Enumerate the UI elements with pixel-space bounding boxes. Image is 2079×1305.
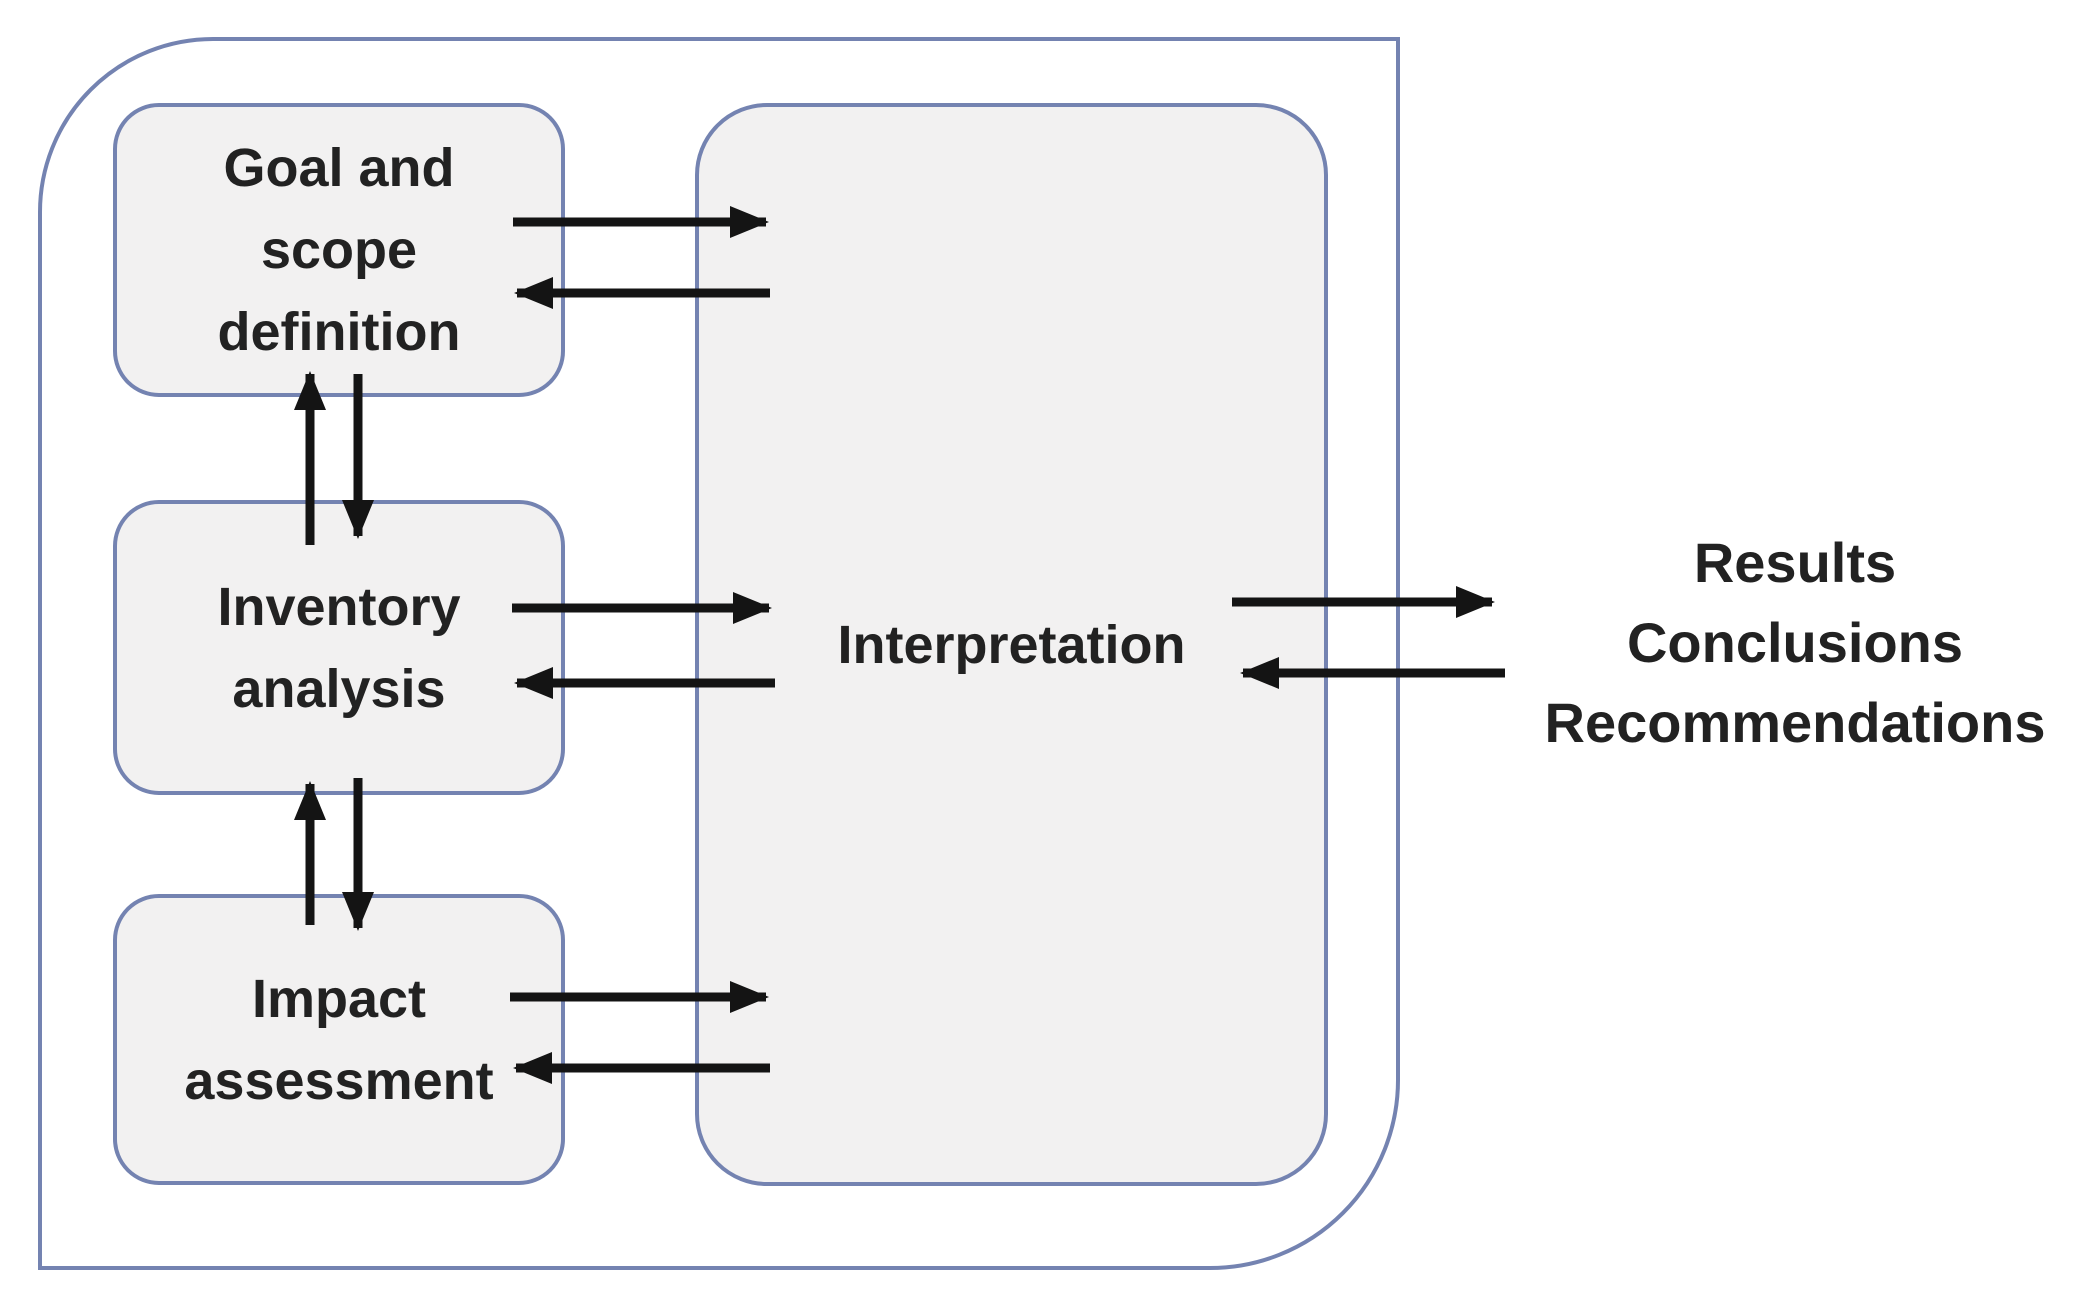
framework-boundary: [38, 37, 1400, 1270]
goal-scope-label: Goal and scope definition: [218, 127, 461, 373]
outputs-line-recommendations: Recommendations: [1544, 691, 2046, 754]
interpretation-box: Interpretation: [695, 103, 1328, 1186]
goal-scope-line-2: scope: [260, 220, 418, 280]
outputs-line-conclusions: Conclusions: [1626, 611, 1964, 674]
impact-line-1: Impact: [251, 968, 427, 1029]
inventory-analysis-box: Inventory analysis: [113, 500, 565, 795]
outputs-text: Results Conclusions Recommendations: [1500, 523, 2079, 763]
inventory-line-1: Inventory: [217, 576, 461, 637]
outputs-line-results: Results: [1693, 531, 1897, 594]
goal-scope-line-1: Goal and: [223, 138, 455, 198]
impact-assessment-box: Impact assessment: [113, 894, 565, 1185]
inventory-analysis-label: Inventory analysis: [217, 566, 460, 730]
goal-scope-box: Goal and scope definition: [113, 103, 565, 397]
impact-line-2: assessment: [184, 1050, 494, 1111]
impact-assessment-label: Impact assessment: [184, 958, 493, 1122]
interpretation-label: Interpretation: [837, 614, 1186, 675]
inventory-line-2: analysis: [232, 658, 446, 719]
goal-scope-line-3: definition: [217, 302, 461, 362]
